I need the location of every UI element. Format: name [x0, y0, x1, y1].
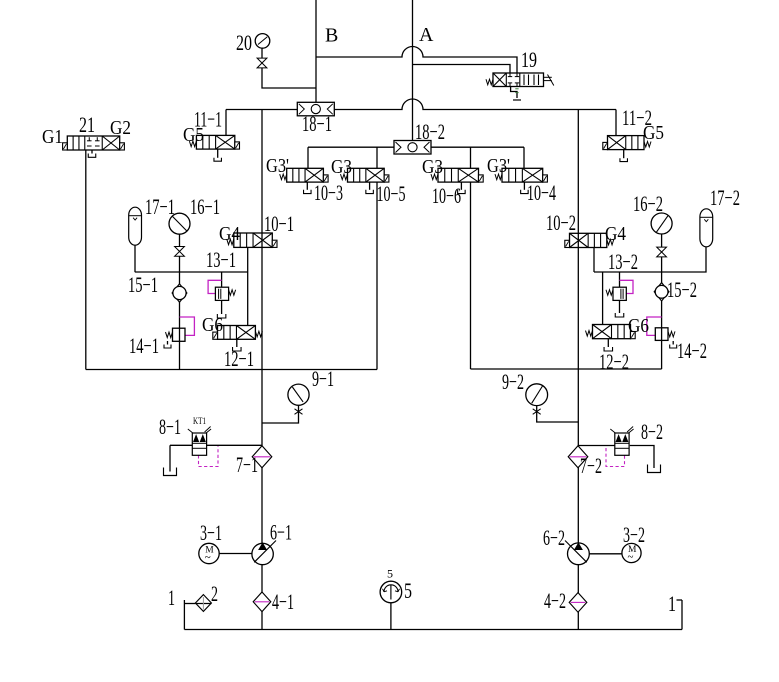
svg-text:2: 2	[211, 581, 218, 606]
svg-text:1: 1	[168, 585, 175, 610]
svg-text:17−2: 17−2	[710, 185, 740, 210]
svg-text:7−2: 7−2	[580, 453, 602, 478]
svg-text:G3': G3'	[487, 155, 510, 177]
svg-text:10−4: 10−4	[527, 180, 556, 205]
svg-text:17−1: 17−1	[145, 194, 175, 219]
svg-text:11−2: 11−2	[622, 105, 652, 130]
svg-text:11−1: 11−1	[194, 107, 222, 132]
svg-text:13−2: 13−2	[608, 249, 638, 274]
svg-text:12−1: 12−1	[224, 346, 254, 371]
svg-text:4−2: 4−2	[544, 588, 566, 613]
svg-text:10−1: 10−1	[264, 211, 294, 236]
svg-text:G3: G3	[331, 156, 352, 178]
svg-text:18−1: 18−1	[302, 111, 332, 136]
svg-text:9−2: 9−2	[502, 369, 524, 394]
svg-text:5: 5	[404, 578, 412, 603]
svg-text:6−2: 6−2	[543, 525, 565, 550]
svg-text:6−1: 6−1	[270, 520, 292, 545]
svg-text:14−1: 14−1	[129, 333, 159, 358]
svg-text:G3': G3'	[266, 155, 289, 177]
svg-text:15−1: 15−1	[128, 272, 158, 297]
svg-text:KT1: KT1	[193, 416, 206, 426]
svg-text:G6: G6	[628, 315, 649, 337]
svg-text:3−1: 3−1	[200, 520, 222, 545]
svg-text:16−1: 16−1	[190, 194, 220, 219]
svg-text:G4: G4	[219, 223, 240, 245]
svg-text:12−2: 12−2	[599, 349, 629, 374]
svg-text:G1: G1	[42, 126, 63, 148]
svg-text:8−1: 8−1	[159, 414, 181, 439]
svg-text:B: B	[325, 25, 338, 47]
svg-text:G5: G5	[183, 124, 204, 146]
svg-text:13−1: 13−1	[206, 247, 236, 272]
svg-text:8−2: 8−2	[641, 419, 663, 444]
svg-text:19: 19	[521, 47, 537, 72]
svg-text:10−3: 10−3	[314, 180, 343, 205]
svg-text:21: 21	[79, 112, 95, 137]
svg-text:5: 5	[387, 567, 393, 581]
svg-text:~: ~	[628, 551, 634, 563]
svg-text:10−2: 10−2	[546, 210, 576, 235]
svg-text:16−2: 16−2	[633, 191, 663, 216]
svg-text:G5: G5	[643, 122, 664, 144]
svg-text:18−2: 18−2	[415, 119, 445, 144]
svg-text:M: M	[628, 545, 637, 555]
svg-text:G2: G2	[110, 117, 131, 139]
svg-text:4−1: 4−1	[272, 589, 294, 614]
svg-text:9−1: 9−1	[312, 366, 334, 391]
svg-text:A: A	[419, 24, 434, 46]
svg-text:10−5: 10−5	[377, 181, 406, 206]
svg-text:~: ~	[205, 552, 211, 564]
svg-text:G4: G4	[605, 223, 626, 245]
svg-text:G6: G6	[202, 314, 223, 336]
svg-text:15−2: 15−2	[667, 277, 697, 302]
svg-text:20: 20	[236, 30, 252, 55]
svg-text:1: 1	[668, 591, 676, 616]
svg-text:G3: G3	[422, 156, 443, 178]
svg-text:3−2: 3−2	[623, 522, 645, 547]
svg-text:14−2: 14−2	[677, 338, 707, 363]
svg-text:M: M	[205, 546, 214, 556]
svg-text:10−6: 10−6	[432, 183, 461, 208]
svg-text:7−1: 7−1	[236, 452, 258, 477]
